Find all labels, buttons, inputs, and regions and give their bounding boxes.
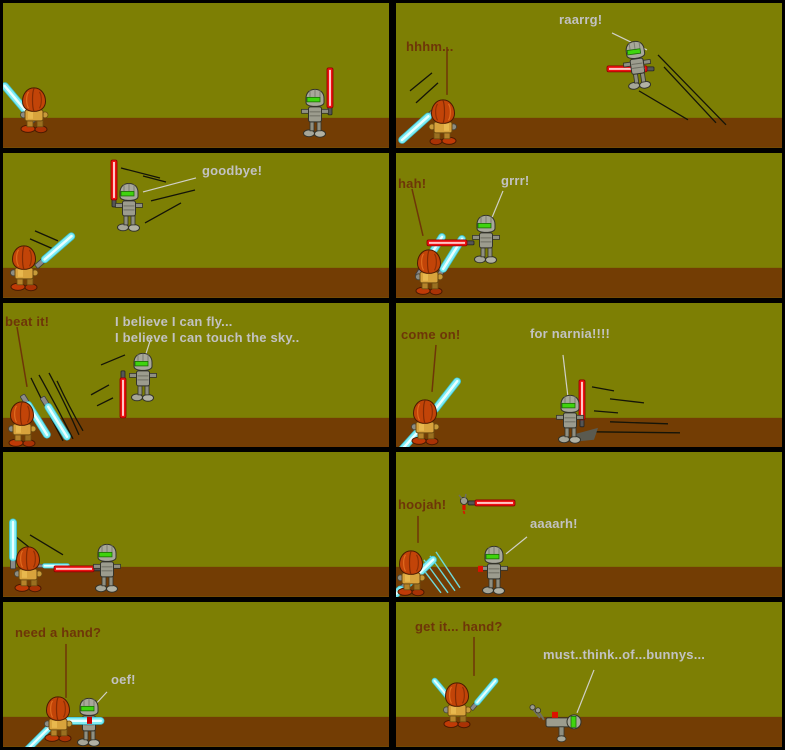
comic-panel-10: get it... hand? must..think..of...bunnys… — [396, 602, 782, 747]
comic-panel-1 — [3, 3, 389, 148]
comic-panel-3: goodbye! — [3, 152, 389, 298]
pointer-line — [431, 344, 437, 392]
panel-3-scene — [3, 152, 389, 298]
panel-7-scene — [3, 452, 389, 598]
comic-panel-5: beat it! I believe I can fly... I believ… — [3, 302, 389, 448]
motion-lines — [29, 167, 196, 250]
pointer-line — [16, 326, 28, 387]
pointer-line — [142, 177, 197, 193]
motion-lines — [591, 385, 681, 434]
comic-panel-2: hhhm... raarrg! — [396, 3, 782, 148]
pointer-line — [411, 188, 424, 236]
red-lightsaber — [326, 67, 334, 116]
red-lightsaber — [426, 239, 475, 247]
floor — [396, 567, 782, 598]
chest-wound — [552, 712, 558, 719]
floor — [3, 267, 389, 298]
panel-4-scene — [396, 152, 782, 298]
panel-5-scene — [3, 302, 389, 448]
panel-1-scene — [3, 3, 389, 148]
comic-panel-7 — [3, 452, 389, 598]
panel-8-scene — [396, 452, 782, 598]
red-lightsaber — [119, 369, 127, 418]
comic-panel-6: come on! for narnia!!!! — [396, 302, 782, 448]
red-lightsaber — [110, 159, 118, 208]
comic-panel-4: hah! grrr! — [396, 152, 782, 298]
cyan-lightsaber — [9, 518, 17, 570]
chest-wound — [87, 717, 92, 725]
floor — [396, 117, 782, 148]
panel-9-scene — [3, 602, 389, 747]
red-lightsaber — [578, 378, 586, 427]
pointer-line — [576, 669, 595, 714]
comic-panel-9: need a hand? oef! — [3, 602, 389, 747]
panel-10-scene — [396, 602, 782, 747]
pointer-line — [505, 536, 528, 555]
floor — [396, 267, 782, 298]
floor — [3, 117, 389, 148]
panel-2-scene — [396, 3, 782, 148]
motion-lines — [409, 54, 727, 126]
red-lightsaber — [467, 499, 516, 507]
panel-6-scene — [396, 302, 782, 448]
dying-droid-figure — [529, 704, 582, 743]
comic-panel-8: hoojah! aaaarh! — [396, 452, 782, 598]
arm-stump — [478, 566, 483, 573]
